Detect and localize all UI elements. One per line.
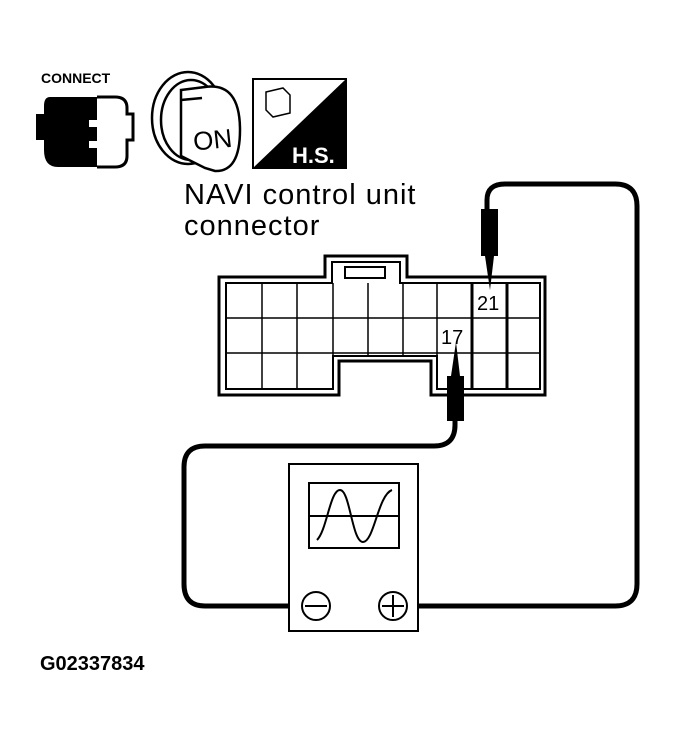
- figure-code: G02337834: [40, 653, 145, 675]
- negative-probe: [447, 342, 464, 421]
- sine-wave: [316, 488, 393, 544]
- positive-probe: [481, 209, 498, 290]
- oscilloscope: [288, 463, 419, 632]
- connect-icon: [36, 95, 135, 169]
- ignition-key-icon: ON: [150, 70, 242, 173]
- harness-side-icon: H.S.: [252, 78, 347, 169]
- navi-connector: [217, 254, 547, 397]
- negative-wire: [181, 400, 458, 609]
- connector-title-line2: connector: [184, 210, 321, 242]
- connector-title-line1: NAVI control unit: [184, 179, 417, 211]
- connector-title: NAVI control unit connector: [184, 180, 416, 242]
- svg-text:H.S.: H.S.: [292, 143, 335, 168]
- svg-text:ON: ON: [192, 123, 234, 157]
- pin-17-label: 17: [441, 327, 463, 349]
- connect-label: CONNECT: [41, 70, 111, 86]
- positive-wire: [407, 181, 640, 609]
- pin-21-label: 21: [477, 293, 499, 315]
